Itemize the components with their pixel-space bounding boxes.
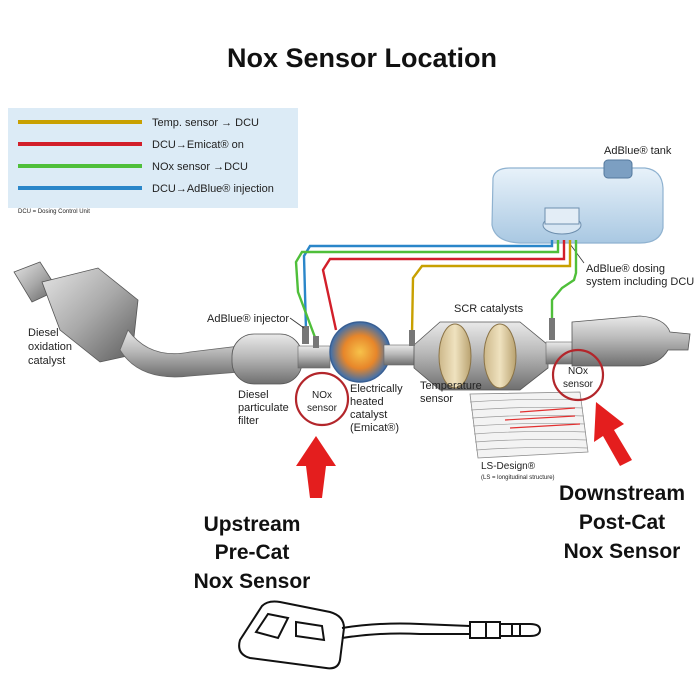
nox-upstream-probe [313,336,319,348]
downstream-callout-line2: Post-Cat [579,511,665,534]
emicat [329,321,391,383]
legend: Temp. sensor → DCU DCU→Emicat® on NOx se… [8,108,298,215]
injector-label: AdBlue® injector [207,313,289,325]
wiring [294,240,578,341]
particulate-filter [231,333,303,385]
sensor-module-label-plate [295,620,326,642]
component-labels: Diesel oxidation catalyst AdBlue® inject… [28,303,524,434]
wire-nox-downstream [550,240,578,322]
legend-footnote: DCU = Dosing Control Unit [18,209,90,215]
callout-arrows [296,402,632,498]
nox-sensor-drawing [238,600,542,670]
downstream-callout-line3: Nox Sensor [564,540,681,563]
temperature-probe [409,330,415,346]
upstream-callout: Upstream Pre-Cat Nox Sensor [194,513,311,593]
ls-design-illustration: LS-Design® (LS = longitudinal structure) [469,391,589,481]
scr-label: SCR catalysts [454,303,524,315]
emicat-label-line4: (Emicat®) [350,422,399,434]
emicat-label-line2: heated [350,396,384,408]
sensor-cable-bottom [341,632,470,639]
emicat-label-line3: catalyst [350,409,387,421]
sensor-probe-tip [500,623,542,637]
temp-sensor-label-line1: Temperature [420,380,482,392]
legend-label-emicat: DCU→Emicat® on [152,139,244,151]
wire-emicat [321,240,566,331]
ls-design-sublabel: (LS = longitudinal structure) [481,475,555,481]
sensor-probe-nut [469,621,501,639]
wire-nox-upstream [294,240,560,341]
nox-downstream-label-line2: sensor [563,379,594,390]
sensor-cable-top [341,622,471,629]
dosing-system-label-line2: system including DCU [586,276,694,288]
doc-label-line1: Diesel [28,327,59,339]
nox-downstream-label-line1: NOx [568,366,588,377]
pipe-section-1 [119,329,241,378]
nox-upstream-marker: NOx sensor [294,371,350,427]
temp-sensor-label-line2: sensor [420,393,453,405]
upstream-callout-line3: Nox Sensor [194,570,311,593]
nox-upstream-circle [294,371,350,427]
ls-design-flow [504,407,581,429]
downstream-callout-line1: Downstream [559,482,685,505]
nox-downstream-probe [549,318,555,340]
downstream-callout: Downstream Post-Cat Nox Sensor [559,482,685,563]
tank-body [491,167,664,244]
page-title: Nox Sensor Location [227,43,497,73]
ls-design-label: LS-Design® [481,461,536,472]
dpf-label-line1: Diesel [238,389,269,401]
doc-label-line3: catalyst [28,355,65,367]
nox-upstream-label-line2: sensor [307,403,338,414]
doc-label-line2: oxidation [28,341,72,353]
nox-downstream-marker: NOx sensor [551,348,605,402]
emicat-label-line1: Electrically [350,383,403,395]
wire-adblue-injection [302,240,554,331]
legend-label-nox: NOx sensor →DCU [152,161,248,173]
tank-cap [603,159,633,179]
injector-body [302,326,309,344]
upstream-arrow [296,436,336,498]
legend-label-adblue: DCU→AdBlue® injection [152,183,274,195]
nox-downstream-circle [551,348,605,402]
legend-label-temp: Temp. sensor → DCU [152,117,259,129]
injector-leader [289,317,305,329]
dpf-label-line2: particulate [238,402,289,414]
muffler [571,315,691,367]
sensor-module-outline [238,600,346,670]
adblue-tank-label: AdBlue® tank [604,145,672,157]
legend-background [8,108,298,208]
pipe-section-2 [297,345,331,369]
sensor-module-connector [254,612,290,640]
wire-temp-sensor [410,240,572,335]
upstream-callout-line2: Pre-Cat [215,541,290,564]
pipe-section-3 [383,344,417,366]
downstream-arrow [594,402,632,466]
scr-brick-1 [438,323,472,389]
dpf-label-line3: filter [238,415,259,427]
dosing-unit-top [544,207,580,225]
pipe-section-4 [545,341,577,365]
scr-brick-2 [483,323,517,389]
exhaust-system [13,261,691,391]
upstream-callout-line1: Upstream [204,513,301,536]
dosing-system-label-line1: AdBlue® dosing [586,263,665,275]
adblue-tank: AdBlue® tank AdBlue® dosing system inclu… [491,145,694,288]
nox-upstream-label-line1: NOx [312,390,332,401]
